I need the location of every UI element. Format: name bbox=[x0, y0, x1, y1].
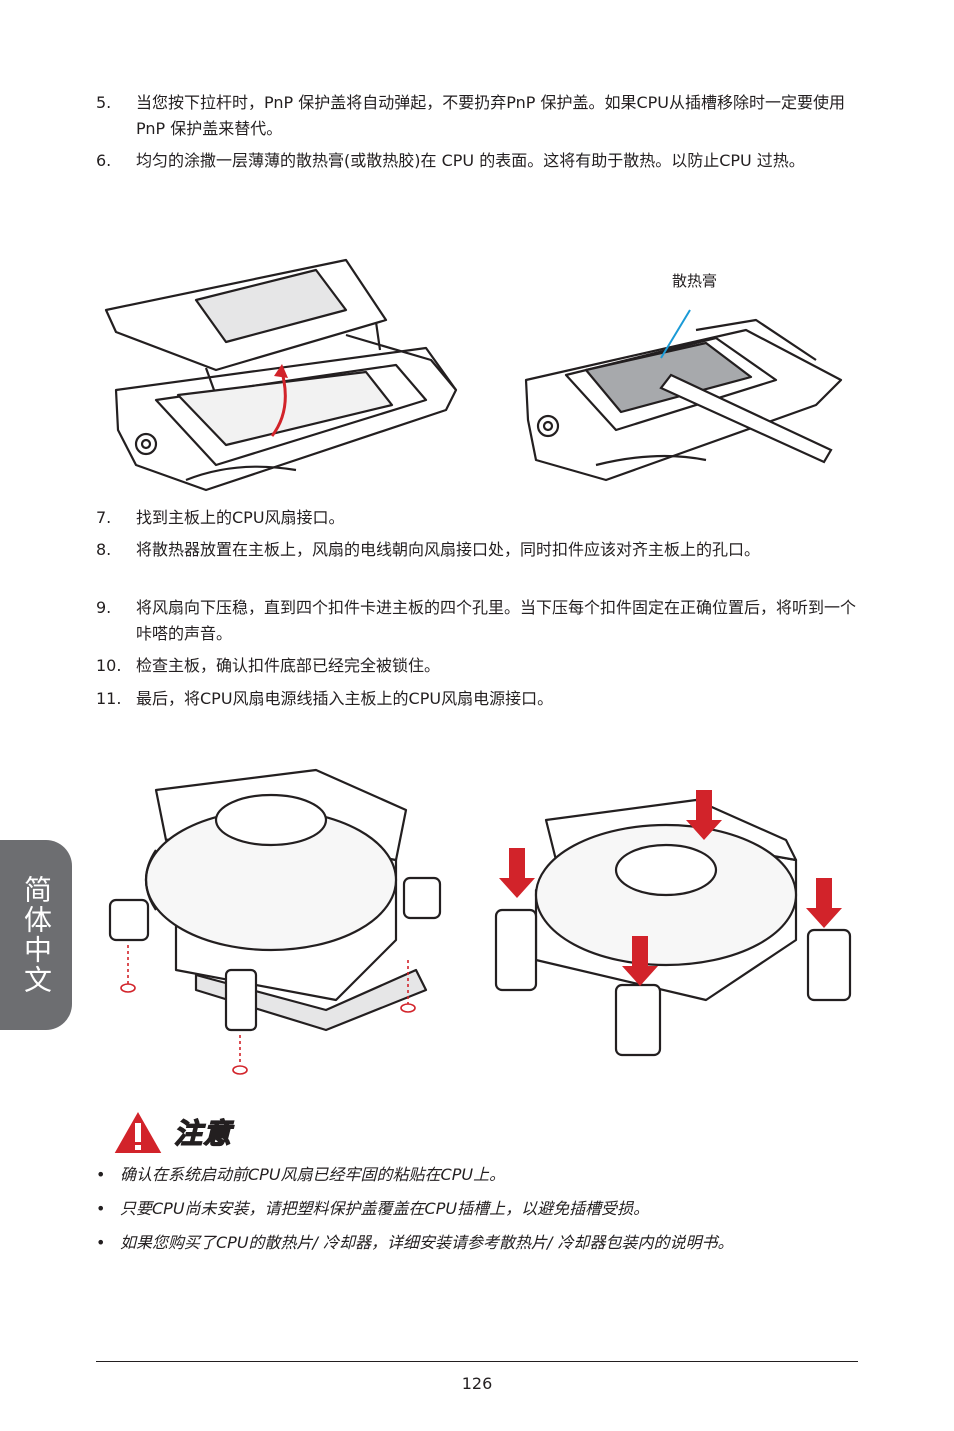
step-11: 11. 最后，将CPU风扇电源线插入主板上的CPU风扇电源接口。 bbox=[96, 686, 856, 712]
step-number: 5. bbox=[96, 93, 112, 112]
push-pin-right-bottom bbox=[614, 983, 662, 1057]
mount-hole-2 bbox=[400, 1003, 416, 1013]
caution-text: 如果您购买了CPU的散热片/ 冷却器，详细安装请参考散热片/ 冷却器包装内的说明… bbox=[120, 1233, 734, 1252]
screw-center-right bbox=[542, 420, 554, 432]
step-text: 将散热器放置在主板上，风扇的电线朝向风扇接口处，同时扣件应该对齐主板上的孔口。 bbox=[136, 540, 761, 559]
step-5: 5. 当您按下拉杆时，PnP 保护盖将自动弹起，不要扔弃PnP 保护盖。如果CP… bbox=[96, 90, 856, 142]
push-pin-right-back bbox=[806, 928, 852, 1002]
step-number: 10. bbox=[96, 656, 122, 675]
step-number: 7. bbox=[96, 508, 112, 527]
language-side-tab: 简体中文 bbox=[0, 840, 72, 1030]
page-number: 126 bbox=[461, 1374, 493, 1393]
caution-text: 只要CPU尚未安装，请把塑料保护盖覆盖在CPU插槽上，以避免插槽受损。 bbox=[120, 1199, 650, 1218]
step-text: 当您按下拉杆时，PnP 保护盖将自动弹起，不要扔弃PnP 保护盖。如果CPU从插… bbox=[136, 93, 846, 138]
lever-right bbox=[695, 318, 817, 361]
bullet-dot-icon: • bbox=[96, 1233, 106, 1252]
push-pin-right-front bbox=[494, 908, 538, 992]
lift-arrow-line bbox=[270, 371, 287, 437]
mount-hole-3 bbox=[232, 1065, 248, 1075]
push-pin-left-back bbox=[402, 876, 442, 920]
push-pin-left-front bbox=[108, 898, 150, 942]
thermal-paste-label: 散热膏 bbox=[672, 272, 718, 290]
thermal-paste-pointer bbox=[660, 309, 691, 359]
step-8: 8. 将散热器放置在主板上，风扇的电线朝向风扇接口处，同时扣件应该对齐主板上的孔… bbox=[96, 537, 856, 563]
step-9: 9. 将风扇向下压稳，直到四个扣件卡进主板的四个孔里。当下压每个扣件固定在正确位… bbox=[96, 595, 856, 647]
caution-item: • 如果您购买了CPU的散热片/ 冷却器，详细安装请参考散热片/ 冷却器包装内的… bbox=[96, 1230, 836, 1256]
screw-center-left bbox=[140, 438, 152, 450]
step-10: 10. 检查主板，确认扣件底部已经完全被锁住。 bbox=[96, 653, 856, 679]
fan-hub-right bbox=[614, 843, 718, 897]
paste-applicator bbox=[659, 373, 833, 464]
fan-cable-left bbox=[145, 849, 157, 911]
press-arrow-bottom bbox=[622, 936, 658, 986]
step-text: 将风扇向下压稳，直到四个扣件卡进主板的四个孔里。当下压每个扣件固定在正确位置后，… bbox=[136, 598, 857, 643]
press-arrow-left bbox=[499, 848, 535, 898]
step-text: 检查主板，确认扣件底部已经完全被锁住。 bbox=[136, 656, 441, 675]
warning-triangle-icon bbox=[111, 1107, 165, 1155]
bullet-dot-icon: • bbox=[96, 1199, 106, 1218]
step-7: 7. 找到主板上的CPU风扇接口。 bbox=[96, 505, 856, 531]
step-number: 6. bbox=[96, 151, 112, 170]
step-number: 11. bbox=[96, 689, 122, 708]
press-arrow-top bbox=[686, 790, 722, 840]
step-text: 最后，将CPU风扇电源线插入主板上的CPU风扇电源接口。 bbox=[136, 689, 554, 708]
socket-lever bbox=[345, 333, 457, 391]
lever-wire-right bbox=[595, 454, 707, 467]
step-number: 9. bbox=[96, 598, 112, 617]
caution-title: 注意 bbox=[173, 1116, 233, 1150]
caution-text: 确认在系统启动前CPU风扇已经牢固的粘贴在CPU上。 bbox=[120, 1165, 506, 1184]
step-number: 8. bbox=[96, 540, 112, 559]
language-tab-label: 简体中文 bbox=[20, 875, 53, 995]
cpu-socket-illustration bbox=[104, 258, 843, 492]
caution-item: • 确认在系统启动前CPU风扇已经牢固的粘贴在CPU上。 bbox=[96, 1162, 836, 1188]
mount-hole-1 bbox=[120, 983, 136, 993]
step-text: 均匀的涂撒一层薄薄的散热膏(或散热胶)在 CPU 的表面。这将有助于散热。以防止… bbox=[136, 151, 805, 170]
fan-hub-left bbox=[214, 793, 328, 847]
lever-wire-left bbox=[185, 465, 297, 482]
lift-arrow-head bbox=[274, 364, 288, 378]
press-arrow-right bbox=[806, 878, 842, 928]
cpu-fan-illustration bbox=[108, 768, 852, 1075]
push-pin-left-bottom bbox=[224, 968, 258, 1032]
caution-item: • 只要CPU尚未安装，请把塑料保护盖覆盖在CPU插槽上，以避免插槽受损。 bbox=[96, 1196, 836, 1222]
footer-rule bbox=[96, 1361, 858, 1362]
step-text: 找到主板上的CPU风扇接口。 bbox=[136, 508, 345, 527]
step-6: 6. 均匀的涂撒一层薄薄的散热膏(或散热胶)在 CPU 的表面。这将有助于散热。… bbox=[96, 148, 856, 174]
caution-header: 注意 bbox=[110, 1104, 232, 1160]
bullet-dot-icon: • bbox=[96, 1165, 106, 1184]
load-plate-window bbox=[194, 268, 348, 344]
